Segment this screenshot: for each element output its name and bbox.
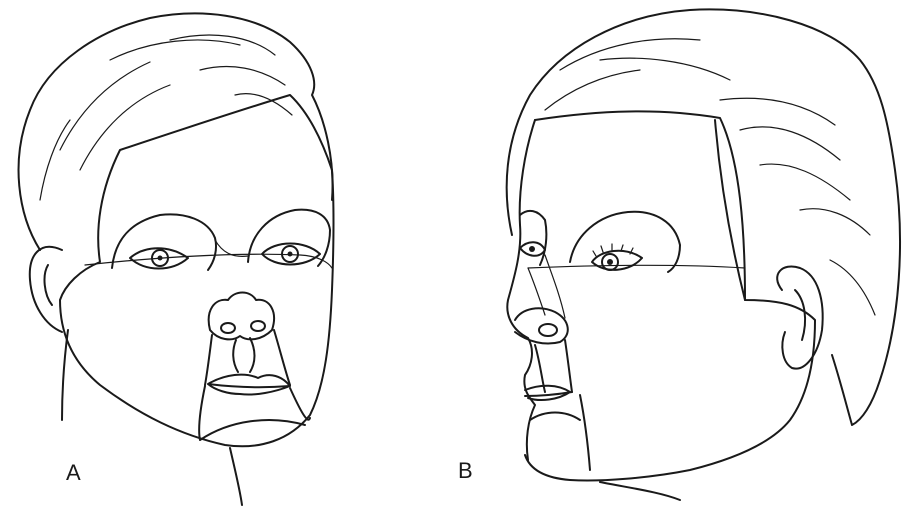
nostril-b	[539, 324, 557, 336]
pupil-left-a	[158, 256, 163, 261]
neck-b	[600, 482, 680, 500]
brow-region-near-b	[570, 212, 680, 272]
nostril-right-a	[251, 321, 265, 331]
panel-label-a: A	[66, 462, 81, 484]
hair-strands-a	[40, 35, 292, 200]
lips-a	[208, 375, 290, 395]
pupil-far-b	[529, 246, 535, 252]
nostril-left-a	[221, 323, 235, 333]
pupil-right-a	[288, 252, 293, 257]
chin-region-b	[530, 395, 590, 470]
face-drawing-a	[19, 13, 334, 505]
profile-edge-b	[507, 120, 535, 460]
ear-a	[30, 247, 62, 332]
nose-a	[209, 293, 274, 340]
hair-outline-b	[507, 9, 900, 425]
ear-b	[777, 267, 823, 369]
pupil-near-b	[607, 259, 613, 265]
hair-strands-b	[545, 39, 875, 315]
philtrum-b	[535, 340, 572, 392]
lips-b	[525, 386, 572, 400]
brow-region-left-a	[112, 214, 216, 270]
midface-line-b	[528, 265, 745, 268]
brow-far-b	[520, 211, 546, 265]
face-outline-b	[525, 111, 815, 480]
face-drawing-b	[507, 9, 900, 500]
panel-label-b: B	[458, 460, 473, 482]
